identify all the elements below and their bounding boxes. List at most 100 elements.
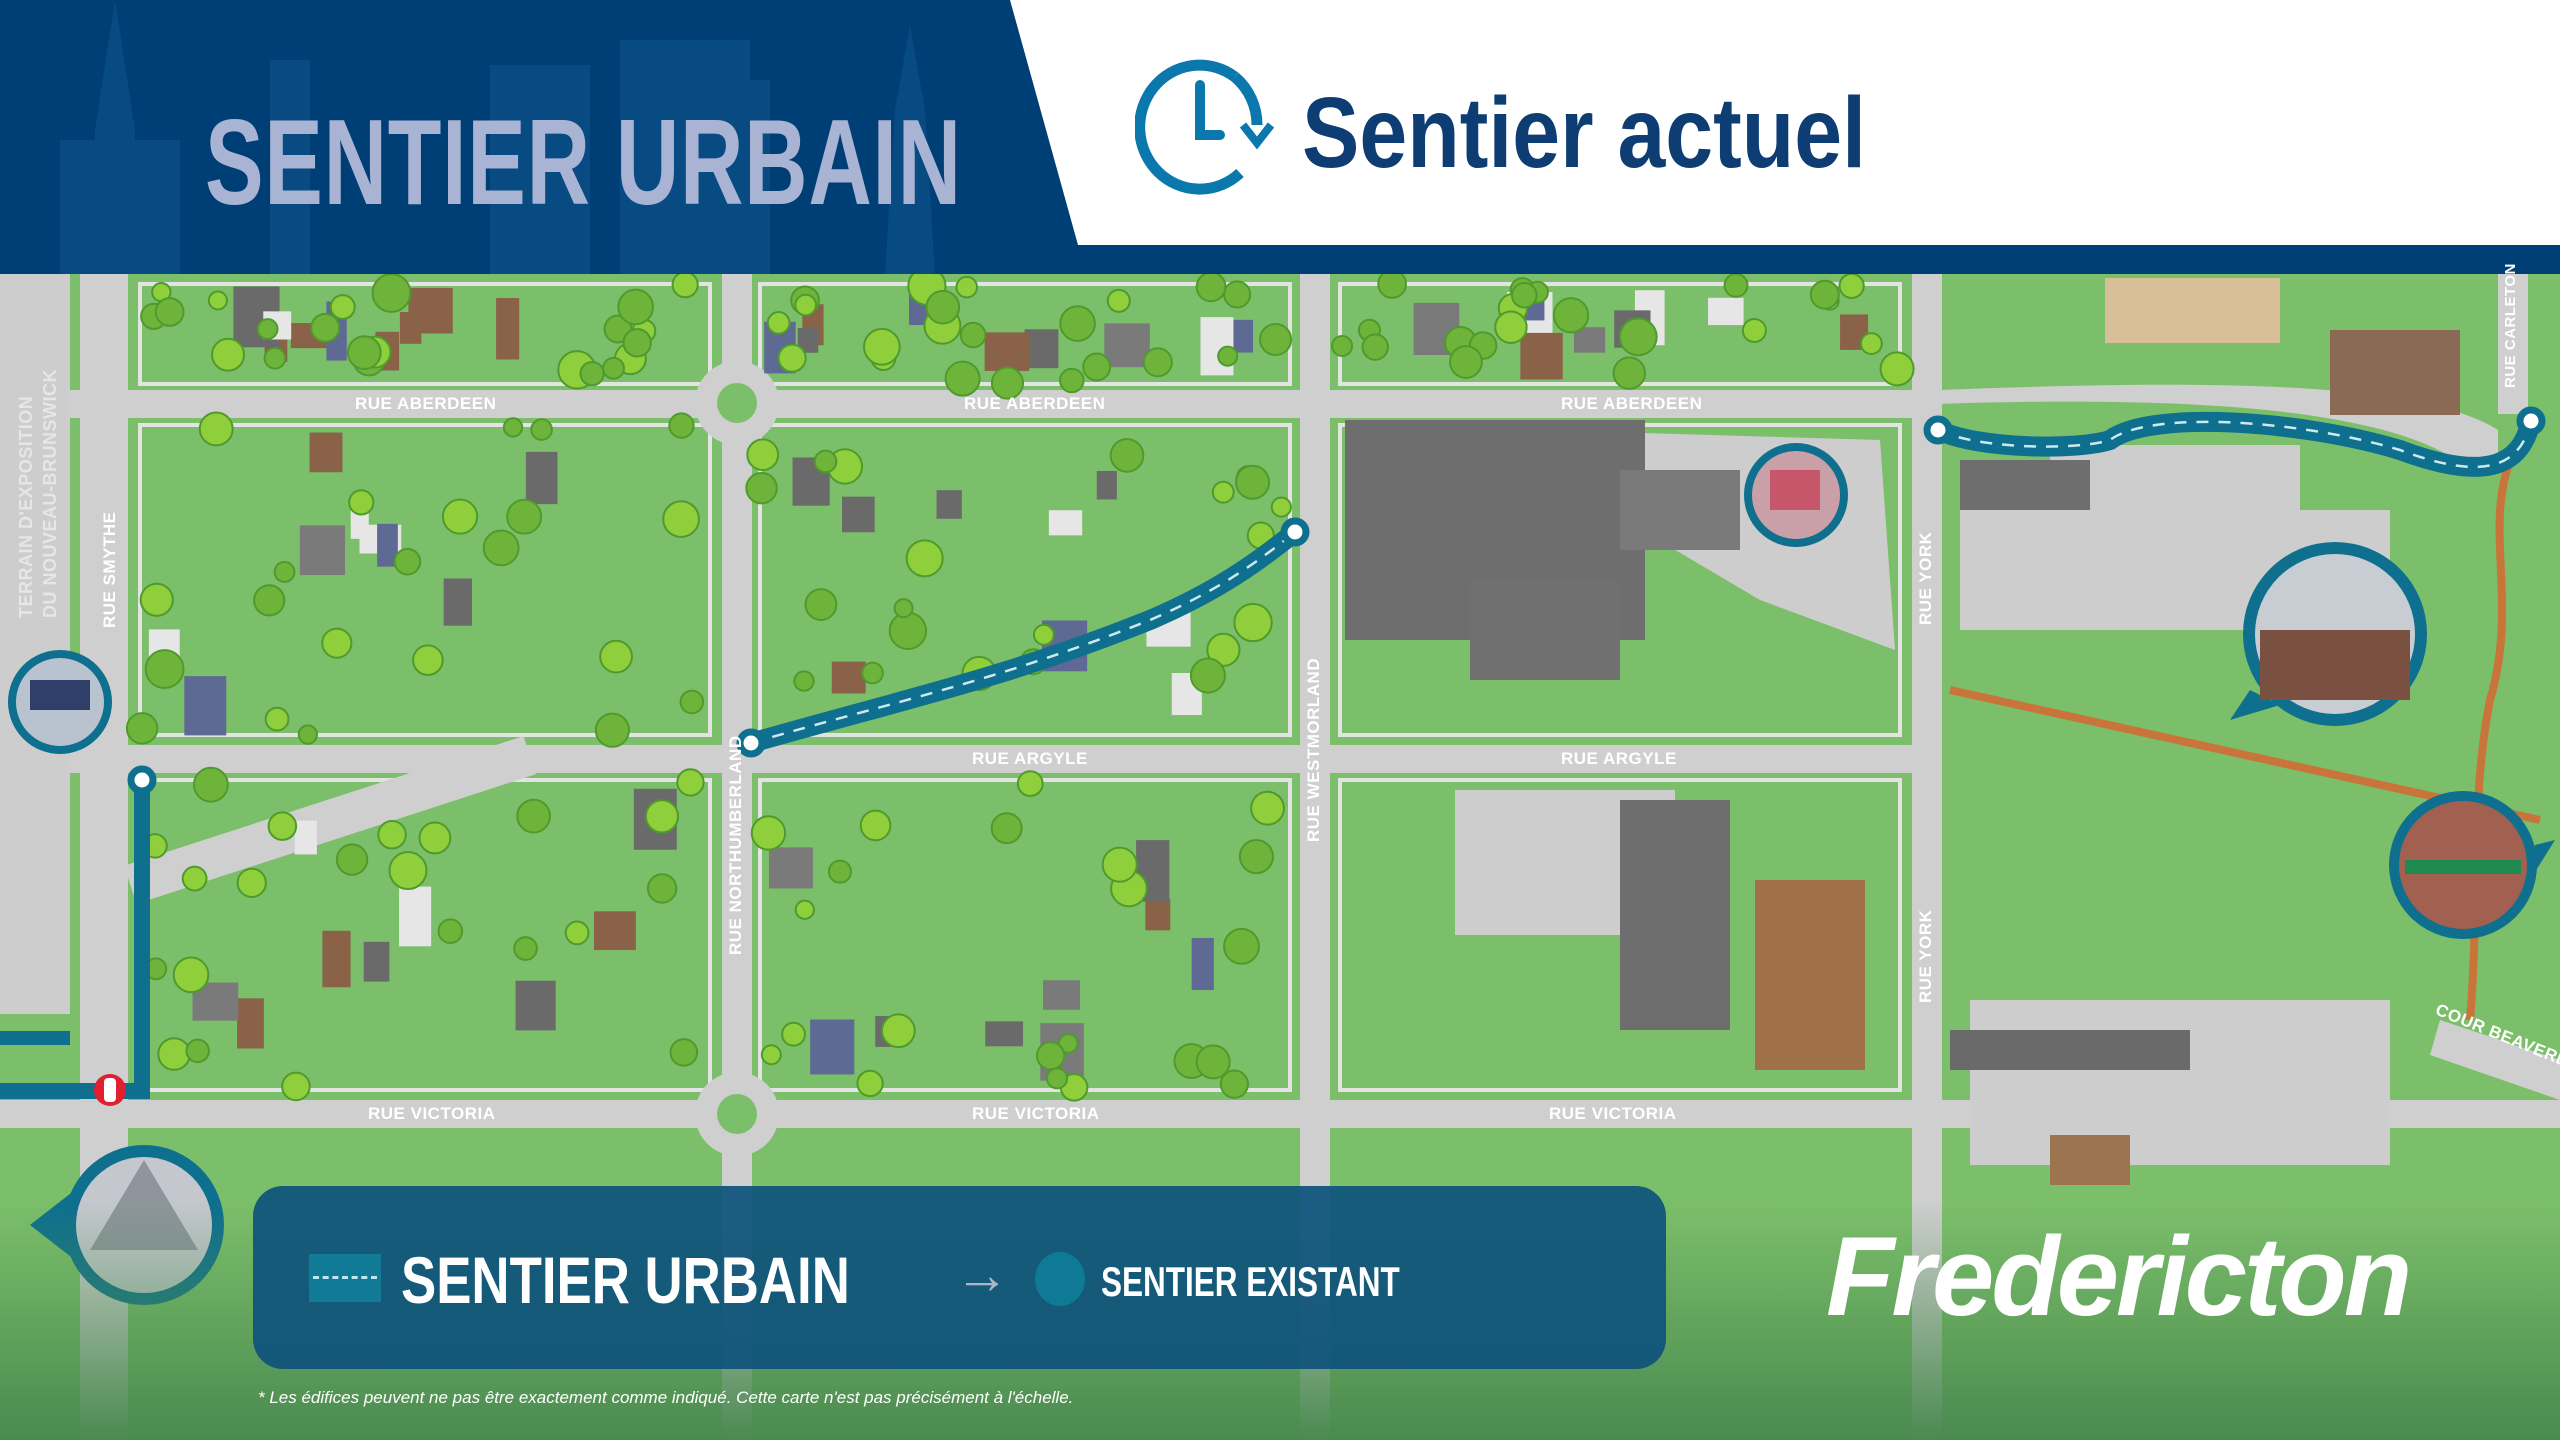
tree (1223, 280, 1252, 309)
tree (1612, 356, 1647, 390)
tree (1331, 334, 1354, 357)
photo-marker-store[interactable] (2230, 542, 2427, 726)
tree (253, 584, 286, 617)
tree (281, 1071, 311, 1102)
tree (1046, 1067, 1069, 1090)
roundabout-island (717, 383, 757, 423)
tree (1618, 317, 1658, 357)
street-label-argyle: RUE ARGYLE (972, 749, 1088, 768)
tree (1016, 770, 1044, 798)
tree (959, 321, 987, 349)
building (363, 941, 390, 982)
tree (760, 1044, 782, 1066)
tree (1250, 790, 1285, 826)
tree (622, 328, 652, 358)
building (2330, 330, 2460, 415)
tree (310, 312, 341, 343)
tree (679, 689, 705, 715)
tree (1106, 288, 1131, 313)
tree (346, 335, 382, 370)
street-label-northumberland: RUE NORTHUMBERLAND (726, 735, 745, 955)
building (1191, 937, 1214, 991)
tree (671, 271, 699, 299)
building (515, 980, 556, 1031)
building (593, 911, 636, 951)
tree (750, 815, 787, 851)
tree (813, 449, 838, 474)
tree (859, 809, 892, 842)
tree (746, 438, 780, 472)
building (1042, 980, 1081, 1010)
tree (1741, 317, 1767, 344)
existing-trail-dot-icon (1035, 1252, 1085, 1306)
tree (1219, 1069, 1249, 1099)
tree (482, 529, 520, 567)
tree (888, 611, 928, 651)
subtitle-panel (1010, 0, 2560, 245)
tree (990, 812, 1023, 845)
tree (1142, 347, 1173, 378)
street-label-aberdeen: RUE ABERDEEN (1561, 394, 1703, 413)
tree (1059, 305, 1096, 342)
tree (880, 1013, 916, 1049)
trail-endpoint (1923, 415, 1953, 445)
tree (1494, 310, 1528, 344)
building (184, 676, 227, 736)
trees (125, 266, 1915, 1102)
tree (669, 1038, 699, 1067)
building (831, 661, 866, 694)
street-label-victoria: RUE VICTORIA (972, 1104, 1100, 1123)
urban-trail-aberdeen (1928, 411, 2541, 477)
building (2050, 1135, 2130, 1185)
photo-marker-rogers[interactable] (1744, 443, 1848, 547)
tree (794, 293, 817, 317)
tree (1235, 464, 1271, 500)
tree (371, 273, 412, 313)
tree (1189, 657, 1226, 694)
tree (944, 360, 981, 397)
photo-marker-fairgrounds[interactable] (8, 650, 112, 754)
tree (377, 820, 407, 850)
clock-arrow-icon (1135, 59, 1275, 195)
tree (1361, 333, 1389, 361)
tree (329, 294, 356, 320)
tree (793, 670, 815, 692)
building (984, 332, 1030, 371)
road-argyle (70, 745, 1940, 773)
building (294, 820, 317, 855)
trail-endpoint (2516, 406, 2546, 436)
tree (662, 500, 700, 538)
tree (599, 639, 633, 674)
tree (1057, 1033, 1079, 1054)
tree (1217, 345, 1239, 367)
tree (1195, 271, 1227, 303)
building (1104, 323, 1150, 368)
tree (157, 1037, 191, 1071)
tree (794, 899, 815, 920)
roundabout-island (717, 1094, 757, 1134)
building (1048, 510, 1083, 536)
urban-trail-swatch-icon (309, 1254, 381, 1302)
building (399, 886, 432, 947)
street-label-aberdeen: RUE ABERDEEN (964, 394, 1106, 413)
building (797, 328, 819, 353)
tree (139, 582, 174, 617)
trail-endpoints (127, 406, 2546, 795)
tree (1195, 1044, 1231, 1080)
building (525, 451, 558, 505)
page-title: SENTIER URBAIN (205, 94, 962, 230)
tree (579, 360, 605, 387)
tree (297, 724, 318, 745)
building (768, 847, 813, 889)
sand-field (2105, 278, 2280, 343)
tree (777, 343, 807, 373)
tree (267, 811, 298, 841)
footnote: * Les édifices peuvent ne pas être exact… (258, 1388, 1074, 1407)
tree (646, 873, 678, 904)
skyline-graphic (60, 0, 935, 274)
traffic-light-icon (94, 1074, 126, 1106)
tree (412, 644, 444, 676)
building (299, 525, 345, 576)
photo-marker-sobeys[interactable] (2389, 791, 2555, 939)
urban-trail-northumberland (741, 522, 1305, 753)
